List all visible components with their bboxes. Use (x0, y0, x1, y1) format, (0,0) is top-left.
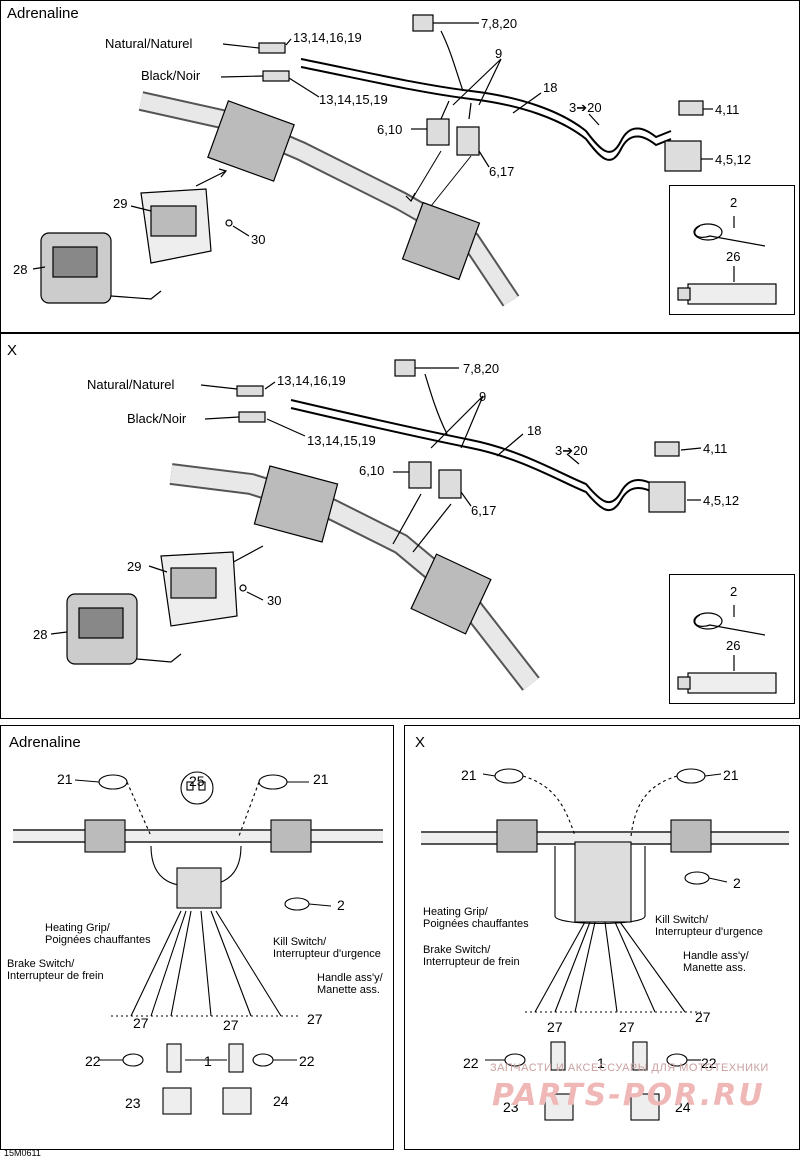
label-3-20: 3➔20 (569, 100, 602, 115)
label-natural: Natural/Naturel (87, 377, 175, 392)
label-4-5-12: 4,5,12 (703, 493, 740, 508)
label-28: 28 (33, 627, 48, 642)
label-4-11: 4,11 (703, 441, 728, 456)
label-27-b: 27 (223, 1017, 239, 1033)
wiring-drawing (421, 768, 789, 1121)
label-29: 29 (127, 559, 142, 574)
watermark-caption: ЗАПЧАСТИ И АКСЕССУАРЫ ДЛЯ МОТОТЕХНИКИ (490, 1062, 769, 1074)
label-26: 26 (726, 638, 741, 653)
label-9: 9 (495, 46, 503, 61)
label-27-a: 27 (133, 1015, 149, 1031)
watermark-logo: PARTS-POR.RU (492, 1078, 765, 1113)
label-heating-grip: Heating Grip/ Poignées chauffantes (45, 922, 151, 946)
label-30: 30 (251, 232, 266, 247)
label-30: 30 (267, 593, 282, 608)
label-13-14-16-19: 13,14,16,19 (293, 30, 362, 45)
label-6-10: 6,10 (377, 122, 403, 137)
inset-box-consumables: 2 26 (669, 185, 795, 315)
panel-title: Adrenaline (9, 734, 81, 751)
panel-title: X (415, 734, 426, 751)
wiring-drawing (13, 771, 383, 1115)
panel-title: Adrenaline (7, 5, 79, 22)
label-3-20: 3➔20 (555, 443, 588, 458)
label-handle-assy: Handle ass'y/ Manette ass. (683, 950, 749, 974)
label-kill-switch: Kill Switch/ Interrupteur d'urgence (273, 936, 381, 960)
label-18: 18 (543, 80, 558, 95)
label-22-right: 22 (299, 1053, 315, 1069)
diagram-panel-adrenaline-top: Adrenaline (0, 0, 800, 333)
panel-title: X (7, 342, 18, 359)
label-black: Black/Noir (127, 411, 187, 426)
label-29: 29 (113, 196, 128, 211)
label-27-c: 27 (307, 1011, 323, 1027)
label-28: 28 (13, 262, 28, 277)
label-22-left: 22 (85, 1053, 101, 1069)
label-21-left: 21 (57, 771, 73, 787)
label-27-c: 27 (695, 1009, 711, 1025)
inset-box-consumables: 2 26 (669, 574, 795, 704)
label-13-14-15-19: 13,14,15,19 (319, 92, 388, 107)
label-27-a: 27 (547, 1019, 563, 1035)
label-24: 24 (675, 1099, 691, 1115)
tie-and-tube-drawing (677, 216, 777, 305)
label-brake-switch: Brake Switch/ Interrupteur de frein (423, 944, 520, 968)
label-22-right: 22 (701, 1055, 717, 1071)
label-2: 2 (733, 875, 741, 891)
label-4-11: 4,11 (715, 102, 740, 117)
label-2: 2 (730, 584, 738, 599)
label-23: 23 (503, 1099, 519, 1115)
label-21-right: 21 (313, 771, 329, 787)
label-black: Black/Noir (141, 68, 201, 83)
label-7-8-20: 7,8,20 (463, 361, 500, 376)
diagram-panel-adrenaline-wiring: Adrenaline (0, 725, 394, 1150)
label-2: 2 (730, 195, 738, 210)
label-1: 1 (204, 1053, 212, 1069)
label-6-10: 6,10 (359, 463, 385, 478)
diagram-code: 15M0611 (4, 1148, 41, 1158)
label-13-14-16-19: 13,14,16,19 (277, 373, 346, 388)
label-natural: Natural/Naturel (105, 36, 193, 51)
label-2: 2 (337, 897, 345, 913)
handlebar-drawing (32, 14, 713, 307)
label-27-b: 27 (619, 1019, 635, 1035)
label-24: 24 (273, 1093, 289, 1109)
label-26: 26 (726, 249, 741, 264)
label-13-14-15-19: 13,14,15,19 (307, 433, 376, 448)
label-21-right: 21 (723, 767, 739, 783)
handlebar-drawing (50, 359, 702, 691)
diagram-panel-x-middle: X (0, 333, 800, 719)
label-heating-grip: Heating Grip/ Poignées chauffantes (423, 906, 529, 930)
tie-and-tube-drawing (677, 605, 777, 694)
label-handle-assy: Handle ass'y/ Manette ass. (317, 972, 383, 996)
diagram-panel-x-wiring: X 21 21 2 Heati (404, 725, 800, 1150)
label-kill-switch: Kill Switch/ Interrupteur d'urgence (655, 914, 763, 938)
label-6-17: 6,17 (471, 503, 497, 518)
label-brake-switch: Brake Switch/ Interrupteur de frein (7, 958, 104, 982)
label-4-5-12: 4,5,12 (715, 152, 752, 167)
label-22-left: 22 (463, 1055, 479, 1071)
label-21-left: 21 (461, 767, 477, 783)
label-1: 1 (597, 1055, 605, 1071)
label-18: 18 (527, 423, 542, 438)
label-6-17: 6,17 (489, 164, 515, 179)
label-23: 23 (125, 1095, 141, 1111)
label-7-8-20: 7,8,20 (481, 16, 518, 31)
label-9: 9 (479, 389, 487, 404)
label-25: 25 (189, 773, 205, 789)
